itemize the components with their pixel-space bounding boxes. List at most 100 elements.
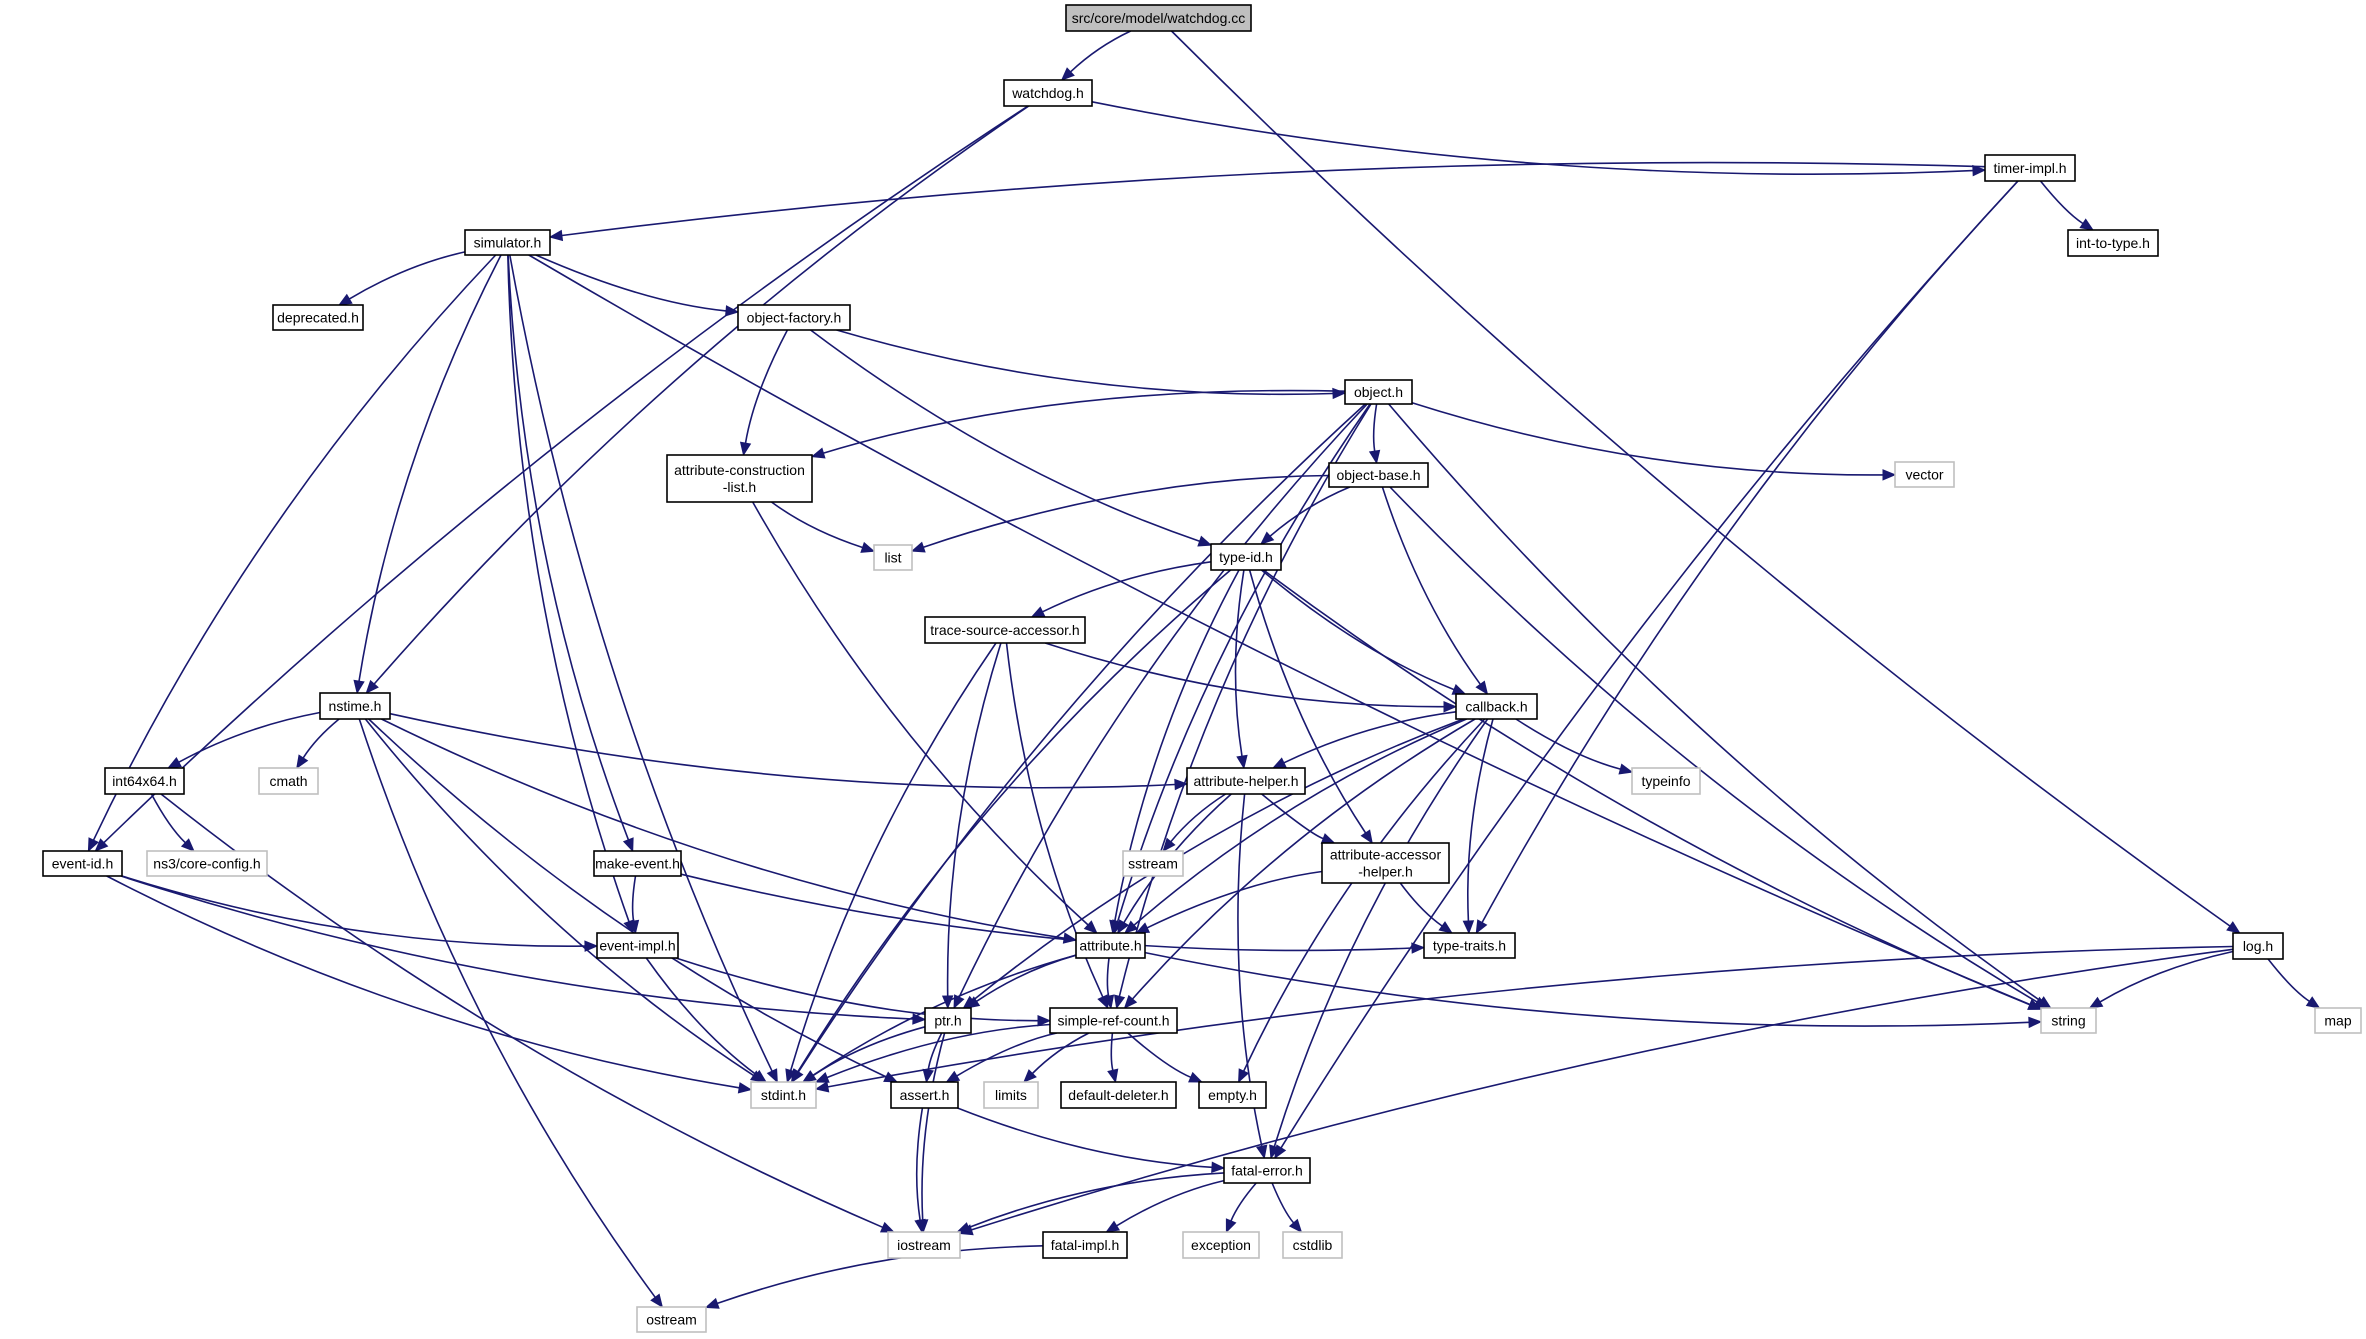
node-label: object-base.h — [1336, 467, 1420, 483]
arrowhead-icon — [87, 837, 99, 853]
node-root[interactable]: src/core/model/watchdog.cc — [1065, 4, 1252, 32]
node-label: default-deleter.h — [1068, 1087, 1168, 1103]
node-limits: limits — [983, 1081, 1039, 1109]
node-attrhelper[interactable]: attribute-helper.h — [1186, 767, 1306, 795]
node-label: iostream — [897, 1237, 951, 1253]
node-empty[interactable]: empty.h — [1198, 1081, 1267, 1109]
node-box — [1198, 1081, 1267, 1109]
node-attraccessor[interactable]: attribute-accessor-helper.h — [1321, 842, 1450, 884]
edge-callback-to-empty — [1238, 718, 1486, 1084]
arrowhead-icon — [2028, 1016, 2043, 1029]
edge-callback-to-typeinfo — [1515, 718, 1634, 775]
node-src[interactable]: simple-ref-count.h — [1049, 1007, 1178, 1034]
node-label: type-traits.h — [1433, 938, 1506, 954]
edge-line — [302, 718, 340, 759]
edge-eventimpl-to-stdint — [645, 957, 768, 1083]
edge-line — [812, 1026, 926, 1077]
edge-root-to-watchdog — [1060, 30, 1132, 81]
node-attrconst[interactable]: attribute-construction-list.h — [666, 454, 813, 503]
arrowhead-icon — [739, 441, 752, 457]
arrowhead-icon — [737, 1082, 753, 1094]
arrowhead-icon — [1023, 1069, 1037, 1083]
node-ptr[interactable]: ptr.h — [924, 1007, 972, 1034]
node-attribute[interactable]: attribute.h — [1075, 932, 1146, 959]
node-label: deprecated.h — [277, 310, 359, 326]
edge-src-to-empty — [1127, 1032, 1203, 1083]
arrowhead-icon — [1475, 680, 1489, 696]
node-inttotype[interactable]: int-to-type.h — [2067, 229, 2159, 257]
node-watchdog[interactable]: watchdog.h — [1003, 79, 1093, 107]
edge-line — [1118, 403, 1372, 997]
node-box — [1631, 767, 1701, 795]
node-typeid[interactable]: type-id.h — [1210, 543, 1282, 571]
edge-line — [680, 873, 1413, 952]
edge-line — [103, 105, 1029, 844]
node-objectbase[interactable]: object-base.h — [1328, 462, 1429, 488]
arrowhead-icon — [1030, 606, 1046, 618]
edge-line — [150, 793, 186, 844]
node-box — [1186, 767, 1306, 795]
node-box — [737, 304, 851, 331]
node-eventid[interactable]: event-id.h — [42, 850, 123, 877]
node-fatalimpl[interactable]: fatal-impl.h — [1042, 1231, 1128, 1259]
arrowhead-icon — [1368, 449, 1381, 465]
arrowhead-icon — [1451, 684, 1467, 695]
node-timerimpl[interactable]: timer-impl.h — [1984, 154, 2076, 182]
node-sstream: sstream — [1122, 850, 1184, 877]
edge-line — [348, 251, 466, 300]
node-makeevent[interactable]: make-event.h — [593, 850, 682, 877]
edge-line — [1411, 401, 1884, 476]
node-box — [1894, 461, 1955, 488]
node-label: int-to-type.h — [2076, 235, 2150, 251]
edge-simulator-to-eventid — [87, 254, 497, 853]
edge-tsa-to-ptr — [941, 642, 1002, 1010]
edge-line — [717, 1245, 1044, 1305]
node-label: attribute-helper.h — [1193, 773, 1298, 789]
node-map: map — [2314, 1007, 2362, 1034]
node-eventimpl[interactable]: event-impl.h — [596, 932, 679, 959]
node-label: ptr.h — [934, 1013, 961, 1029]
node-objectfactory[interactable]: object-factory.h — [737, 304, 851, 331]
node-label: nstime.h — [329, 698, 382, 714]
node-box — [2314, 1007, 2362, 1034]
node-box — [1060, 1081, 1177, 1109]
edge-int64-to-coreconfig — [150, 793, 195, 852]
node-fatalerror[interactable]: fatal-error.h — [1223, 1157, 1311, 1184]
node-nstime[interactable]: nstime.h — [319, 692, 391, 720]
arrowhead-icon — [814, 1072, 830, 1083]
node-deprecated[interactable]: deprecated.h — [272, 304, 364, 331]
edge-eventid-to-ptr — [120, 875, 927, 1025]
node-log[interactable]: log.h — [2232, 932, 2284, 960]
edge-simulator-to-objectfactory — [535, 254, 740, 317]
node-box — [1003, 79, 1093, 107]
edge-line — [1263, 569, 2031, 1006]
edge-objectfactory-to-typeid — [810, 329, 1213, 547]
node-box — [464, 229, 551, 256]
edge-line — [927, 1032, 943, 1071]
node-tsa[interactable]: trace-source-accessor.h — [924, 616, 1086, 644]
node-object[interactable]: object.h — [1344, 379, 1413, 405]
node-callback[interactable]: callback.h — [1455, 693, 1538, 720]
edge-line — [535, 254, 727, 312]
arrowhead-icon — [802, 1070, 817, 1083]
edge-line — [810, 329, 1200, 542]
node-vector: vector — [1894, 461, 1955, 488]
node-label: src/core/model/watchdog.cc — [1072, 10, 1246, 26]
node-simulator[interactable]: simulator.h — [464, 229, 551, 256]
node-int64[interactable]: int64x64.h — [104, 767, 185, 795]
edge-line — [915, 1107, 924, 1221]
edge-line — [2267, 958, 2310, 1002]
arrowhead-icon — [1443, 700, 1458, 713]
node-defdel[interactable]: default-deleter.h — [1060, 1081, 1177, 1109]
edge-line — [561, 161, 1986, 237]
node-coreconfig: ns3/core-config.h — [146, 850, 268, 877]
edge-line — [120, 875, 914, 1020]
node-assert[interactable]: assert.h — [890, 1081, 959, 1109]
edge-attraccessor-to-typetraits — [1399, 882, 1453, 934]
arrowhead-icon — [1475, 919, 1488, 935]
edge-eventimpl-to-src — [675, 957, 1052, 1027]
node-typetraits[interactable]: type-traits.h — [1423, 932, 1516, 959]
edge-line — [1271, 1182, 1295, 1224]
edge-line — [971, 948, 2234, 1231]
edge-line — [381, 718, 1065, 939]
